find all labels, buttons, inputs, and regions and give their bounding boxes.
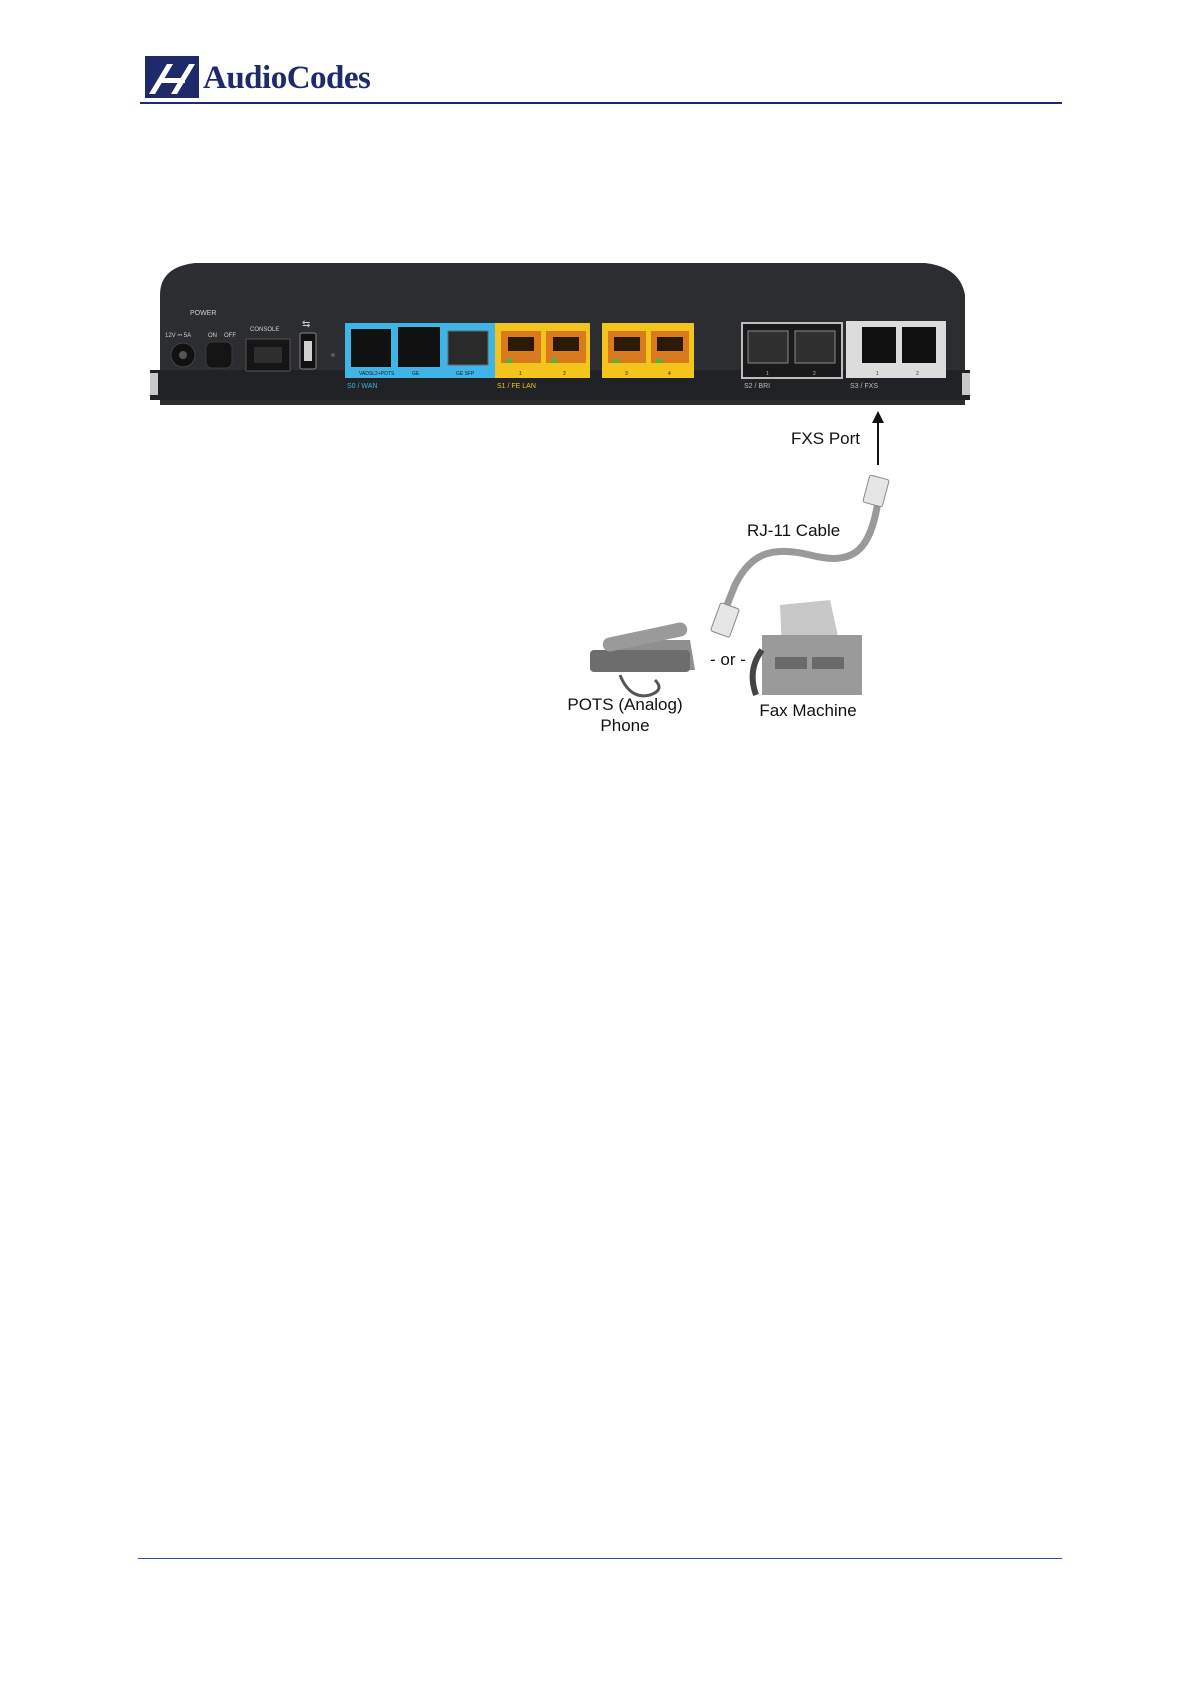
or-separator: - or - — [710, 650, 746, 669]
bri-port-2[interactable] — [795, 331, 835, 363]
power-switch[interactable] — [206, 342, 232, 368]
lan-group-label: S1 / FE LAN — [497, 383, 536, 390]
audiocodes-logo-mark-icon — [145, 56, 199, 98]
switch-on-label: ON — [208, 333, 217, 339]
wan-port-ge[interactable] — [398, 327, 440, 367]
bri-port-label-1: 1 — [766, 371, 769, 377]
console-label: CONSOLE — [250, 327, 279, 333]
bri-port-label-2: 2 — [813, 371, 816, 377]
bri-port-1[interactable] — [748, 331, 788, 363]
wan-port-ge-sfp[interactable] — [448, 331, 488, 365]
header-rule — [140, 102, 1062, 104]
wan-port-vdsl[interactable] — [351, 329, 391, 367]
figure-svg: POWER 12V ⎓ 5A ON OFF CONSOLE ⇆ VADSL2+P… — [150, 255, 1050, 800]
wan-port-label-2: GE — [412, 371, 420, 377]
wan-group-label: S0 / WAN — [347, 383, 377, 390]
fxs-port-1[interactable] — [862, 327, 896, 363]
bri-group-label: S2 / BRI — [744, 383, 770, 390]
lan-port-label-1: 1 — [519, 371, 522, 377]
fxs-port-callout: FXS Port — [791, 429, 860, 448]
fax-machine-icon — [753, 600, 862, 695]
fxs-connection-figure: POWER 12V ⎓ 5A ON OFF CONSOLE ⇆ VADSL2+P… — [150, 255, 1050, 800]
logo-wordmark: AudioCodes — [203, 60, 370, 97]
lan-port-label-2: 2 — [563, 371, 566, 377]
audiocodes-logo: AudioCodes — [145, 56, 405, 102]
power-rating-label: 12V ⎓ 5A — [165, 333, 191, 339]
reset-pinhole[interactable] — [331, 353, 335, 357]
usb-icon: ⇆ — [302, 319, 310, 330]
fxs-group-label: S3 / FXS — [850, 383, 878, 390]
fxs-port-2[interactable] — [902, 327, 936, 363]
fxs-port-label-1: 1 — [876, 371, 879, 377]
rj11-cable-callout: RJ-11 Cable — [747, 521, 840, 540]
analog-phone-icon — [590, 621, 695, 696]
switch-off-label: OFF — [224, 333, 236, 339]
fax-label: Fax Machine — [759, 701, 856, 720]
lan-port-label-3: 3 — [625, 371, 628, 377]
lan-port-label-4: 4 — [668, 371, 671, 377]
wan-port-label-1: VADSL2+POTS — [359, 371, 395, 377]
footer-rule — [138, 1558, 1062, 1559]
wan-port-label-3: GE SFP — [456, 371, 475, 377]
fxs-arrow-head-icon — [872, 411, 884, 423]
power-label: POWER — [190, 310, 216, 317]
device-rear-panel: POWER 12V ⎓ 5A ON OFF CONSOLE ⇆ VADSL2+P… — [150, 263, 970, 405]
fxs-port-label-2: 2 — [916, 371, 919, 377]
phone-label-line2: Phone — [600, 716, 649, 735]
phone-label-line1: POTS (Analog) — [567, 695, 682, 714]
